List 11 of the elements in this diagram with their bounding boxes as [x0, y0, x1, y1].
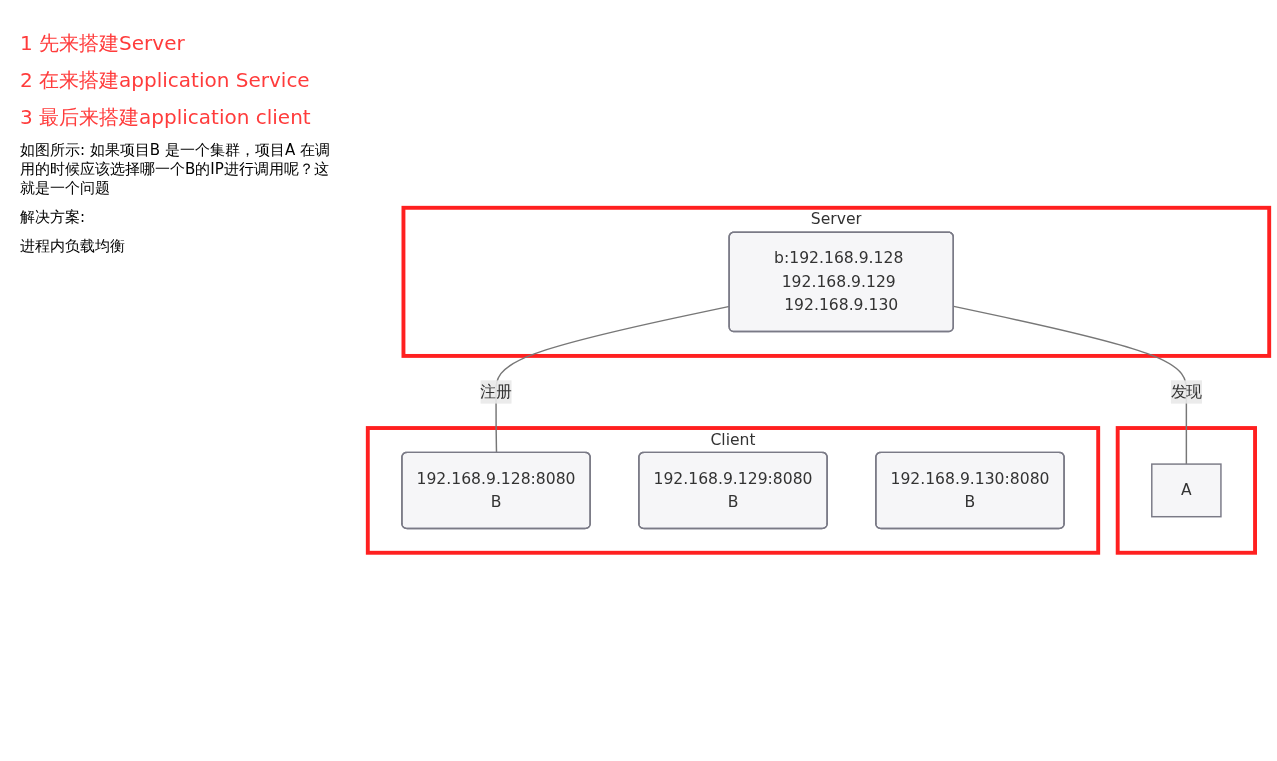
- note-text: 解决方案:: [20, 208, 87, 227]
- step-annotation: 2 在来搭建application Service: [20, 67, 311, 94]
- connector: [953, 305, 1188, 466]
- cluster: [1115, 426, 1257, 555]
- step-annotation: 1 先来搭建Server: [20, 30, 186, 57]
- note-text: 进程内负载均衡: [20, 237, 126, 256]
- note-text: 如图所示: 如果项目B 是一个集群，项目A 在调用的时候应该选择哪一个B的IP进行调用呢？这就是一个问题: [20, 141, 331, 198]
- edge-label: 发现: [1170, 382, 1202, 401]
- node-box: A: [1151, 463, 1222, 518]
- edge-label: 注册: [480, 382, 512, 401]
- step-annotation: 3 最后来搭建application client: [20, 104, 312, 131]
